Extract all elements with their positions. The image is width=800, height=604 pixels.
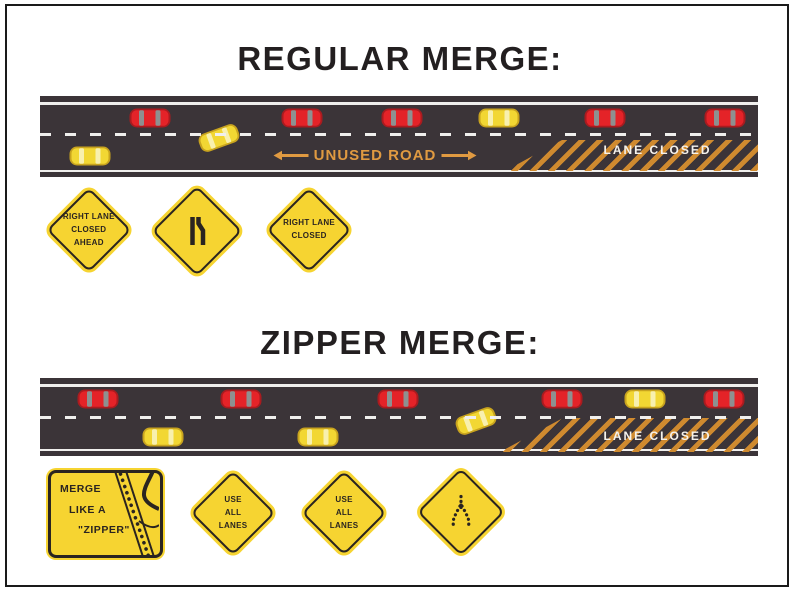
car-icon	[77, 389, 119, 409]
yellow-car	[624, 389, 666, 409]
car-icon	[198, 124, 240, 152]
yellow-car	[196, 121, 242, 154]
sign-line: RIGHT LANE	[63, 211, 115, 221]
road-edge-line	[40, 448, 758, 451]
car-icon	[220, 389, 262, 409]
unused-road-label-group: UNUSED ROAD	[270, 147, 480, 164]
left-arrow-icon	[273, 150, 309, 161]
red-car	[220, 389, 262, 409]
lane-divider-dashes	[40, 133, 758, 136]
red-car	[129, 108, 171, 128]
car-icon	[281, 108, 323, 128]
sign-line: LIKE A	[69, 503, 107, 516]
lane-closed-label: LANE CLOSED	[603, 429, 712, 443]
zipper-merge-icon	[451, 494, 471, 528]
sign-text: MERGE LIKE A "ZIPPER"	[60, 484, 130, 536]
right-arrow-icon	[441, 150, 477, 161]
red-car	[377, 389, 419, 409]
road-edge-line	[40, 169, 758, 172]
zipper-merge-symbol	[441, 492, 481, 532]
lane-closed-label: LANE CLOSED	[603, 143, 712, 157]
sign-line: ALL	[224, 507, 242, 517]
yellow-car	[478, 108, 520, 128]
car-icon	[142, 427, 184, 447]
red-car	[77, 389, 119, 409]
car-icon	[377, 389, 419, 409]
sign-text: RIGHT LANE CLOSED	[283, 217, 335, 243]
sign-line: USE	[335, 494, 353, 504]
car-icon	[455, 407, 497, 435]
right-lane-ends-symbol	[177, 211, 217, 251]
regular-merge-road: UNUSED ROAD LANE CLOSED	[40, 96, 758, 177]
car-icon	[541, 389, 583, 409]
merge-like-a-zipper-sign: MERGE LIKE A "ZIPPER"	[48, 470, 163, 558]
unused-road-label: UNUSED ROAD	[313, 147, 437, 164]
sign-text: USE ALL LANES	[219, 494, 248, 532]
sign-line: LANES	[218, 520, 248, 530]
sign-line: RIGHT LANE	[283, 218, 335, 228]
cars-layer	[40, 96, 758, 177]
yellow-car	[453, 404, 499, 437]
road-edge-line	[40, 384, 758, 387]
sign-line: CLOSED	[71, 224, 107, 234]
car-icon	[297, 427, 339, 447]
zipper-merge-title: ZIPPER MERGE:	[260, 324, 540, 361]
zipper-merge-symbol-sign	[417, 468, 505, 556]
car-icon	[584, 108, 626, 128]
sign-line: USE	[224, 494, 242, 504]
zipper-merge-road: LANE CLOSED	[40, 378, 758, 456]
yellow-car	[142, 427, 184, 447]
sign-line: "ZIPPER"	[78, 524, 130, 536]
zipper-illustration-icon	[114, 473, 159, 555]
sign-text: RIGHT LANE CLOSED AHEAD	[63, 211, 115, 249]
red-car	[381, 108, 423, 128]
red-car	[281, 108, 323, 128]
yellow-car	[297, 427, 339, 447]
sign-line: AHEAD	[74, 237, 104, 247]
right-lane-ends-sign	[151, 185, 243, 277]
car-icon	[703, 389, 745, 409]
red-car	[704, 108, 746, 128]
road-edge-line	[40, 102, 758, 105]
red-car	[584, 108, 626, 128]
car-icon	[381, 108, 423, 128]
yellow-car	[69, 146, 111, 166]
red-car	[703, 389, 745, 409]
car-icon	[478, 108, 520, 128]
cars-layer	[40, 378, 758, 456]
sign-line: CLOSED	[291, 230, 327, 240]
sign-line: ALL	[335, 507, 353, 517]
sign-line: MERGE	[60, 483, 102, 495]
sign-line: LANES	[329, 520, 359, 530]
car-icon	[129, 108, 171, 128]
car-icon	[624, 389, 666, 409]
regular-merge-title: REGULAR MERGE:	[237, 40, 563, 77]
right-lane-ends-icon	[190, 217, 206, 245]
car-icon	[69, 146, 111, 166]
lane-divider-dashes	[40, 416, 758, 419]
red-car	[541, 389, 583, 409]
sign-text: USE ALL LANES	[330, 494, 359, 532]
car-icon	[704, 108, 746, 128]
